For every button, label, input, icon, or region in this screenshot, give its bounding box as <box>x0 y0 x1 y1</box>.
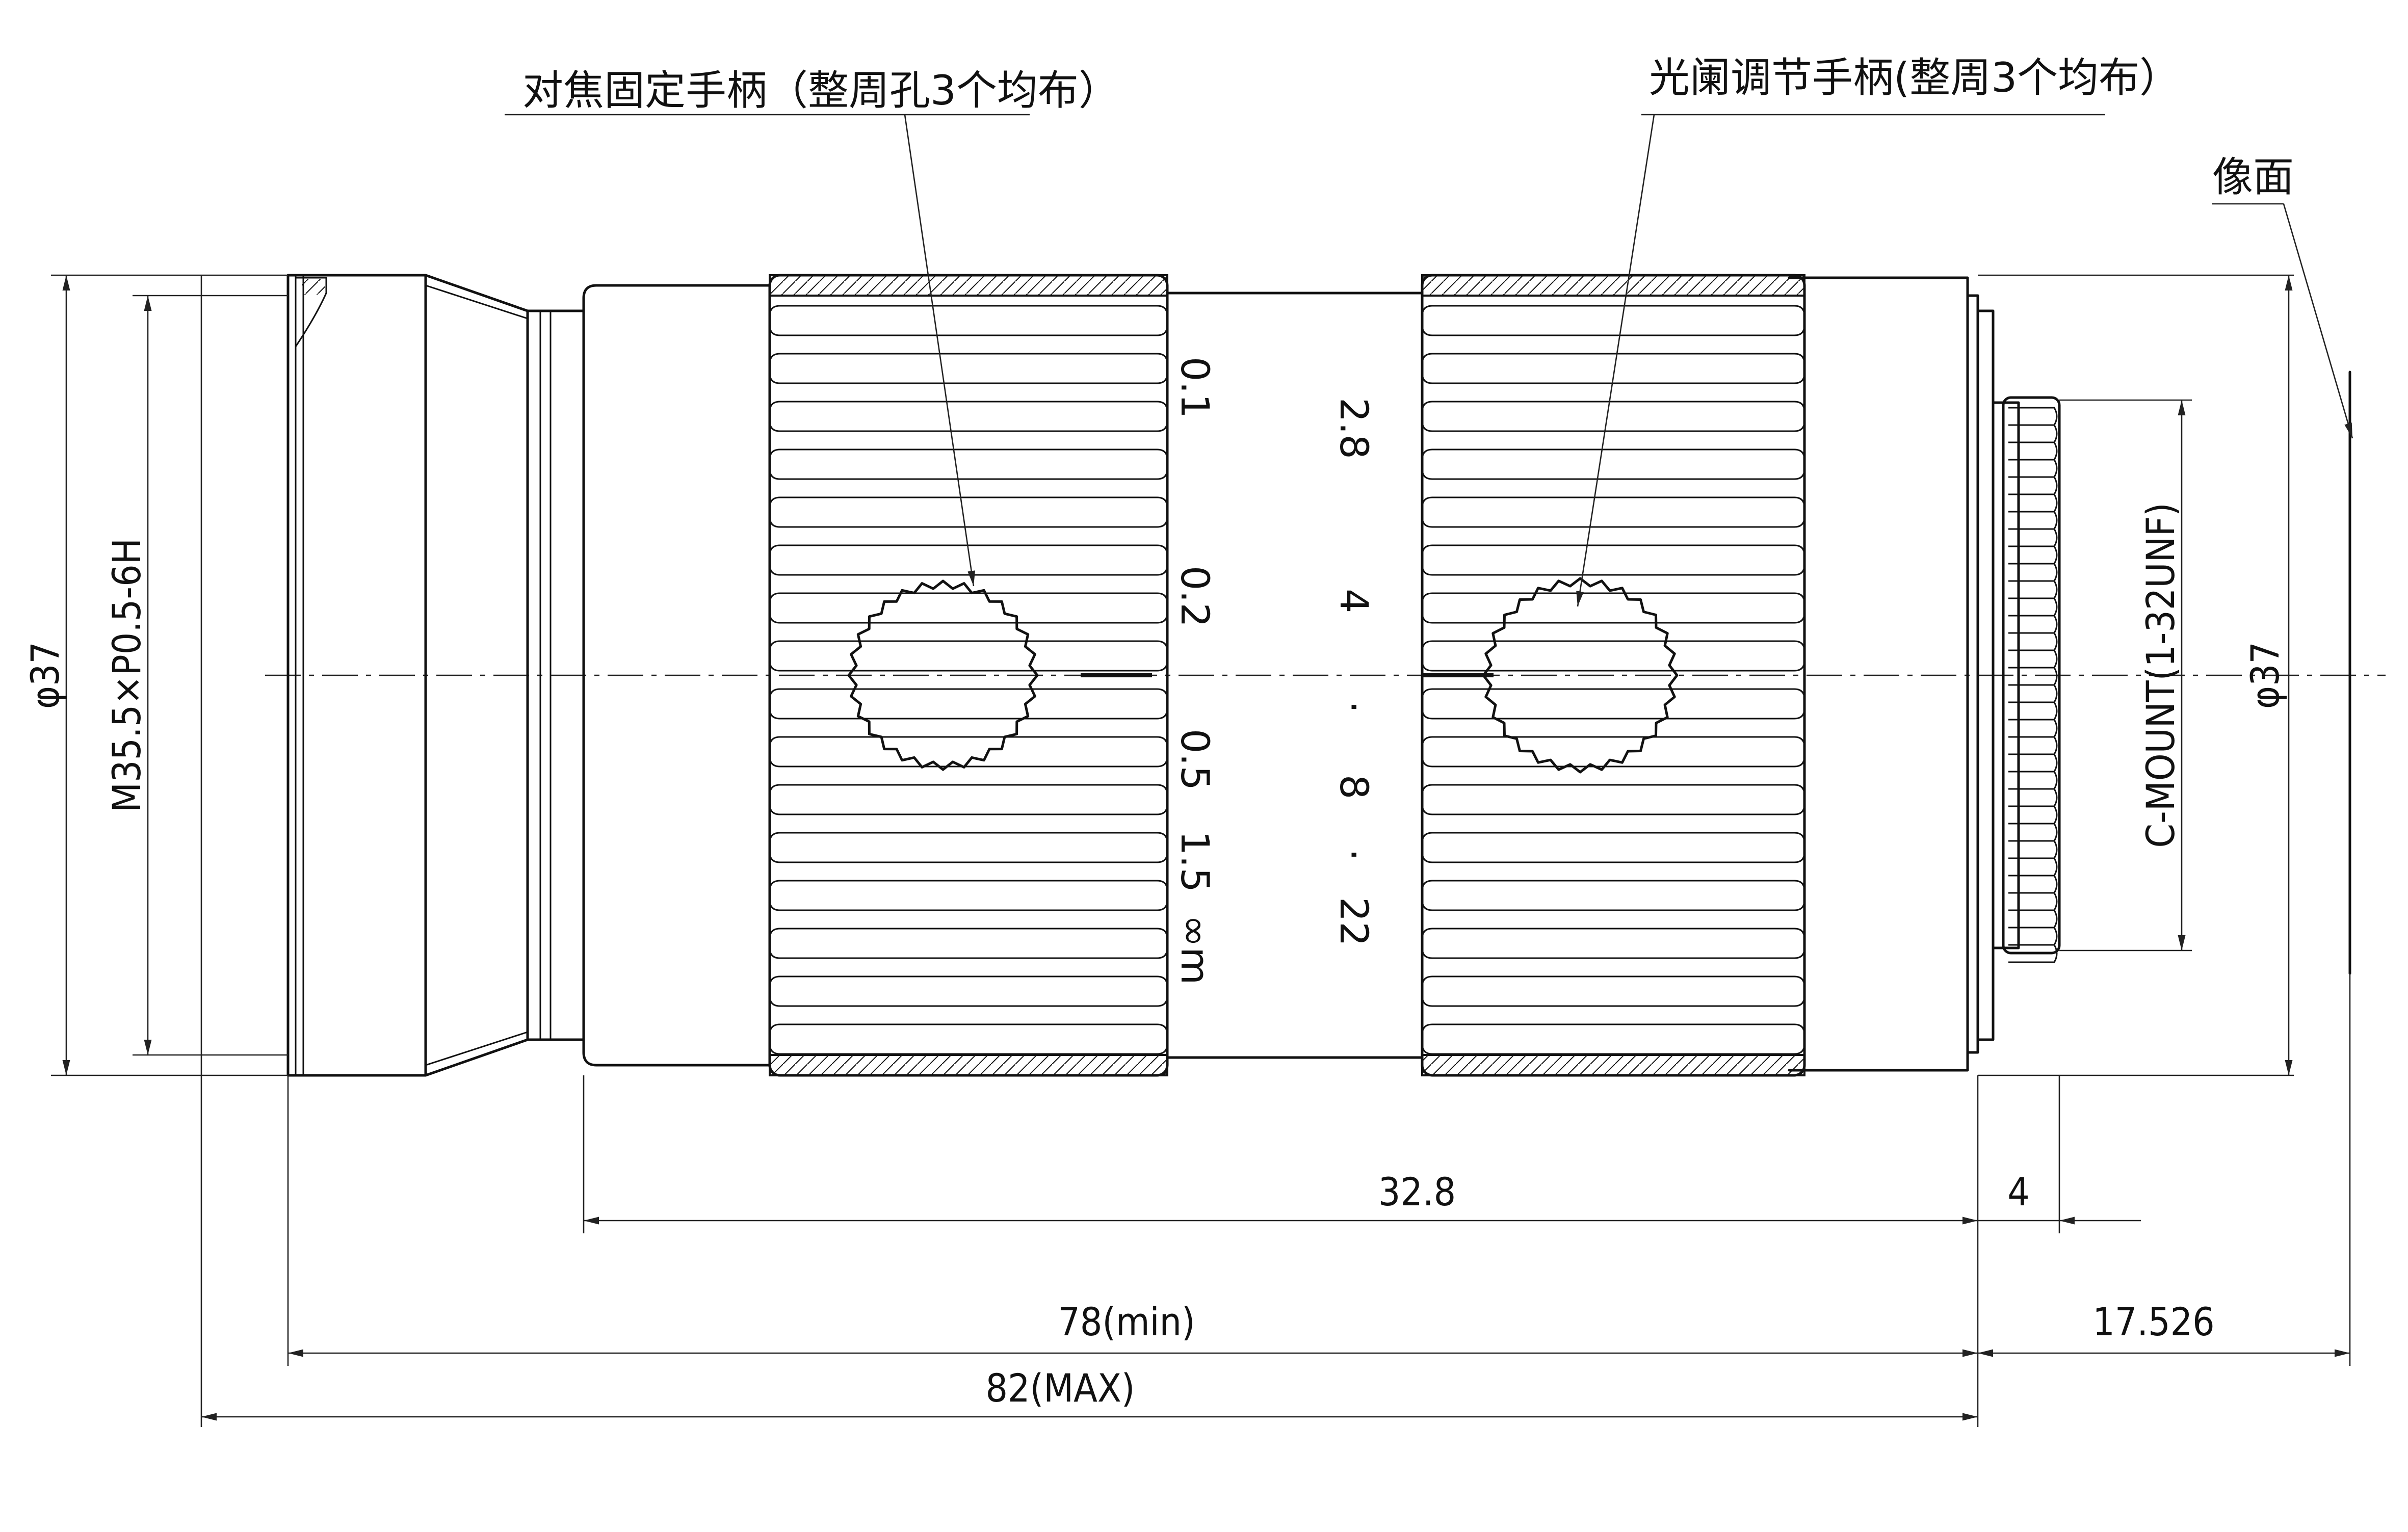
focus-scale-0-2: 0.2 <box>1172 566 1218 627</box>
focus-scale-1-5: 1.5 <box>1172 831 1218 892</box>
rear-diameter-label: φ37 <box>2242 642 2288 709</box>
mount-thread-label: C-MOUNT(1-32UNF) <box>2138 503 2183 848</box>
thread-tooth <box>2008 944 2058 963</box>
aperture-ring-rib <box>1421 448 1805 480</box>
thread-tooth <box>2008 649 2058 669</box>
aperture-ring-rib <box>1421 305 1805 336</box>
front-barrel <box>286 274 585 1077</box>
focus-scale-infinity: ∞m <box>1172 915 1218 985</box>
thread-tooth <box>2008 927 2058 946</box>
thread-tooth <box>2008 407 2058 426</box>
aperture-scale-8: 8 <box>1331 775 1377 799</box>
thread-tooth <box>2008 805 2058 825</box>
thread-tooth <box>2008 753 2058 773</box>
aperture-ring-rib <box>1421 640 1805 672</box>
front-diameter-label: φ37 <box>22 642 68 709</box>
image-plane-callout: 像面 <box>2212 153 2294 201</box>
thread-tooth <box>2008 875 2058 894</box>
aperture-scale-22: 22 <box>1331 897 1377 946</box>
thread-tooth <box>2008 528 2058 547</box>
aperture-scale-dot-2: · <box>1331 849 1377 861</box>
flange-back-label: 17.526 <box>2092 1299 2214 1344</box>
thread-tooth <box>2008 684 2058 703</box>
focus-ring-rib <box>769 975 1168 1007</box>
middle-barrel <box>582 276 1979 1072</box>
focus-ring-rib <box>769 880 1168 911</box>
focus-lock-screw <box>847 579 1039 771</box>
focus-ring-rib <box>769 928 1168 959</box>
aperture-ring <box>1421 274 1806 1077</box>
aperture-ring-rib <box>1421 1023 1805 1055</box>
aperture-scale: 2.8 4 · 8 · 22 <box>1331 398 1377 946</box>
focus-ring-rib <box>769 592 1168 624</box>
focus-lock-callout: 对焦固定手柄（整周孔3个均布） <box>522 67 1119 114</box>
aperture-ring-rib <box>1421 544 1805 576</box>
aperture-ring-rib <box>1421 736 1805 768</box>
focus-ring-rib <box>769 305 1168 336</box>
thread-tooth <box>2008 719 2058 738</box>
focus-scale-0-5: 0.5 <box>1172 729 1218 790</box>
focus-ring-rib <box>769 496 1168 528</box>
thread-tooth <box>2008 701 2058 721</box>
mount-depth-label: 4 <box>2007 1169 2030 1214</box>
thread-tooth <box>2008 736 2058 755</box>
thread-tooth <box>2008 493 2058 513</box>
focus-scale-0-1: 0.1 <box>1172 357 1218 418</box>
focus-ring-rib <box>769 401 1168 432</box>
thread-tooth <box>2008 788 2058 807</box>
thread-tooth <box>2008 563 2058 582</box>
thread-tooth <box>2008 909 2058 929</box>
focus-ring-rib <box>769 353 1168 384</box>
thread-tooth <box>2008 511 2058 530</box>
barrel-length-label: 32.8 <box>1378 1169 1456 1214</box>
focus-distance-scale: 0.1 0.2 0.5 1.5 ∞m <box>1172 357 1218 985</box>
aperture-ring-rib <box>1421 496 1805 528</box>
leader-lines <box>505 114 2353 607</box>
thread-tooth <box>2008 771 2058 790</box>
thread-tooth <box>2008 615 2058 634</box>
aperture-ring-rib <box>1421 688 1805 720</box>
focus-ring-rib <box>769 784 1168 815</box>
aperture-ring-rib <box>1421 401 1805 432</box>
focus-ring-rib <box>769 736 1168 768</box>
focus-ring-rib <box>769 1023 1168 1055</box>
thread-tooth <box>2008 823 2058 842</box>
thread-tooth <box>2008 545 2058 565</box>
thread-tooth <box>2008 459 2058 478</box>
thread-tooth <box>2008 580 2058 599</box>
c-mount-thread <box>1976 309 2061 1041</box>
thread-tooth <box>2008 632 2058 651</box>
aperture-ring-rib <box>1421 592 1805 624</box>
thread-tooth <box>2008 667 2058 686</box>
filter-thread-label: M35.5×P0.5-6H <box>104 538 149 812</box>
focus-ring-rib <box>769 832 1168 863</box>
aperture-scale-dot-1: · <box>1331 701 1377 713</box>
focus-ring-rib <box>769 640 1168 672</box>
extension-lines <box>51 274 2351 1427</box>
focus-ring <box>768 274 1169 1077</box>
aperture-ring-rib <box>1421 975 1805 1007</box>
aperture-ring-rib <box>1421 784 1805 815</box>
iris-lock-callout: 光阑调节手柄(整周3个均布） <box>1649 54 2180 101</box>
aperture-ring-rib <box>1421 832 1805 863</box>
aperture-ring-rib <box>1421 928 1805 959</box>
thread-tooth <box>2008 840 2058 859</box>
length-max-label: 82(MAX) <box>986 1365 1135 1411</box>
thread-tooth <box>2008 597 2058 617</box>
aperture-ring-rib <box>1421 353 1805 384</box>
thread-tooth <box>2008 441 2058 461</box>
aperture-ring-rib <box>1421 880 1805 911</box>
dimension-lines <box>62 275 2350 1421</box>
thread-tooth <box>2008 424 2058 443</box>
thread-tooth <box>2008 892 2058 911</box>
thread-tooth <box>2008 857 2058 877</box>
focus-ring-rib <box>769 544 1168 576</box>
focus-ring-rib <box>769 448 1168 480</box>
aperture-scale-4: 4 <box>1331 589 1377 613</box>
aperture-scale-2-8: 2.8 <box>1331 398 1377 459</box>
focus-ring-rib <box>769 688 1168 720</box>
length-min-label: 78(min) <box>1058 1299 1195 1344</box>
thread-tooth <box>2008 476 2058 495</box>
